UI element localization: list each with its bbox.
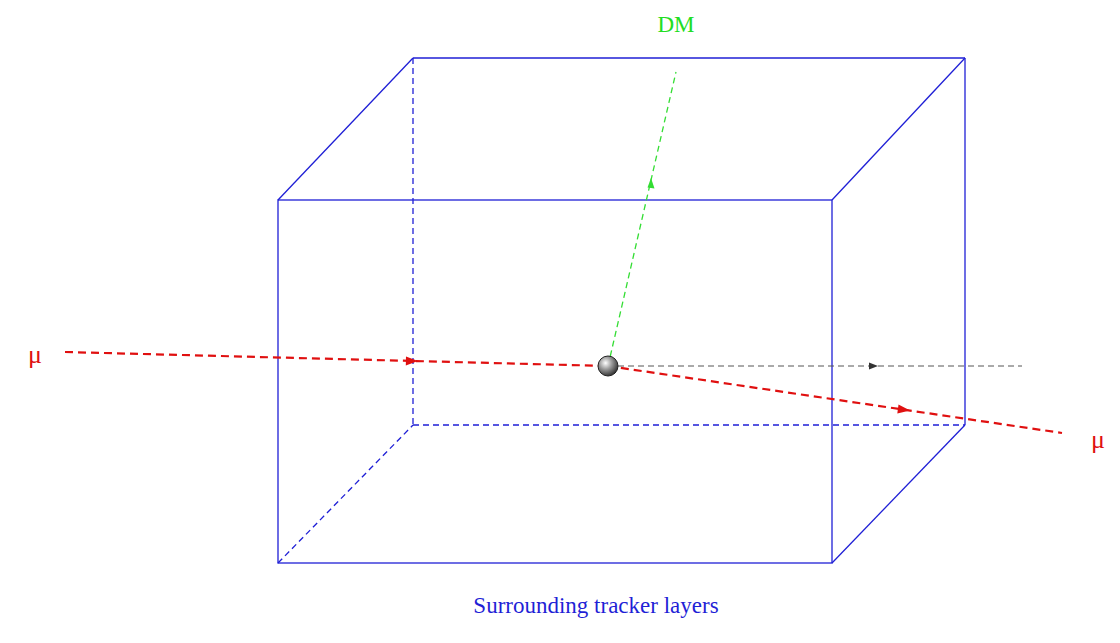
interaction-vertex bbox=[598, 356, 618, 376]
tracker-box bbox=[278, 58, 965, 563]
muon-track bbox=[65, 352, 1062, 433]
box-caption: Surrounding tracker layers bbox=[473, 593, 718, 618]
reference-track bbox=[608, 363, 1022, 370]
particle-label: DM bbox=[657, 12, 694, 37]
particle-label: μ bbox=[1091, 426, 1105, 455]
dm-track bbox=[608, 72, 676, 366]
particle-label: μ bbox=[28, 341, 42, 370]
